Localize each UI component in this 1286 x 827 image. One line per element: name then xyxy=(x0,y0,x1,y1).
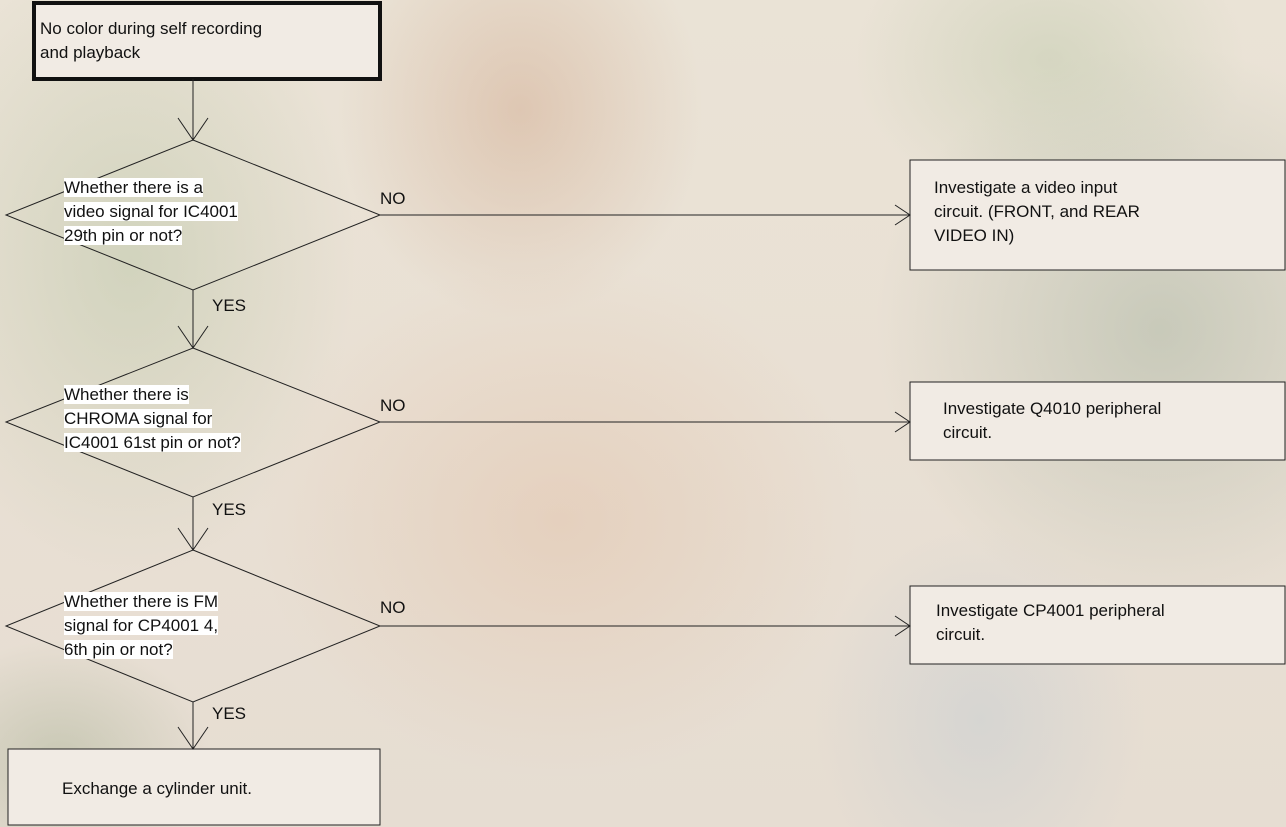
decision-node-2: Whether there is CHROMA signal for IC400… xyxy=(64,383,241,455)
arrowhead-a3 xyxy=(894,615,911,637)
decision-1-line-3: 29th pin or not? xyxy=(64,226,183,245)
no-label-3: NO xyxy=(380,598,406,617)
start-line-1: No color during self recording xyxy=(40,19,263,38)
action-1-line-2: circuit. (FRONT, and REAR xyxy=(934,202,1140,221)
action-1-line-3: VIDEO IN) xyxy=(934,226,1015,245)
decision-1-line-1: Whether there is a xyxy=(64,178,203,197)
yes-label-2: YES xyxy=(212,500,247,519)
decision-3-line-2: signal for CP4001 4, xyxy=(64,616,219,635)
action-node-3: Investigate CP4001 peripheral circuit. xyxy=(936,599,1165,647)
decision-3-line-3: 6th pin or not? xyxy=(64,640,173,659)
action-node-2: Investigate Q4010 peripheral circuit. xyxy=(943,397,1161,445)
end-box xyxy=(7,748,381,826)
action-box-1 xyxy=(909,159,1286,271)
action-node-1: Investigate a video input circuit. (FRON… xyxy=(934,176,1140,248)
end-line-1: Exchange a cylinder unit. xyxy=(62,779,252,798)
action-2-line-1: Investigate Q4010 peripheral xyxy=(943,399,1162,418)
action-1-line-1: Investigate a video input xyxy=(934,178,1118,197)
no-label-1: NO xyxy=(380,189,406,208)
arrowhead-d3 xyxy=(177,527,209,551)
arrowhead-a2 xyxy=(894,411,911,433)
start-node: No color during self recording and playb… xyxy=(40,17,262,65)
action-2-line-2: circuit. xyxy=(943,423,993,442)
decision-2-line-2: CHROMA signal for xyxy=(64,409,213,428)
action-3-line-2: circuit. xyxy=(936,625,986,644)
decision-node-3: Whether there is FM signal for CP4001 4,… xyxy=(64,590,219,662)
arrowhead-end xyxy=(177,726,209,750)
start-box xyxy=(32,1,382,81)
decision-2-line-3: IC4001 61st pin or not? xyxy=(64,433,241,452)
action-box-2 xyxy=(909,381,1286,461)
decision-node-1: Whether there is a video signal for IC40… xyxy=(64,176,238,248)
start-line-2: and playback xyxy=(40,43,141,62)
yes-label-1: YES xyxy=(212,296,247,315)
decision-3-line-1: Whether there is FM xyxy=(64,592,218,611)
arrowhead-d2 xyxy=(177,325,209,349)
action-3-line-1: Investigate CP4001 peripheral xyxy=(936,601,1165,620)
arrowhead-d1 xyxy=(177,117,209,141)
end-node: Exchange a cylinder unit. xyxy=(62,777,252,801)
decision-2-line-1: Whether there is xyxy=(64,385,189,404)
decision-1-line-2: video signal for IC4001 xyxy=(64,202,238,221)
no-label-2: NO xyxy=(380,396,406,415)
arrowhead-a1 xyxy=(894,204,911,226)
yes-label-3: YES xyxy=(212,704,247,723)
action-box-3 xyxy=(909,585,1286,665)
